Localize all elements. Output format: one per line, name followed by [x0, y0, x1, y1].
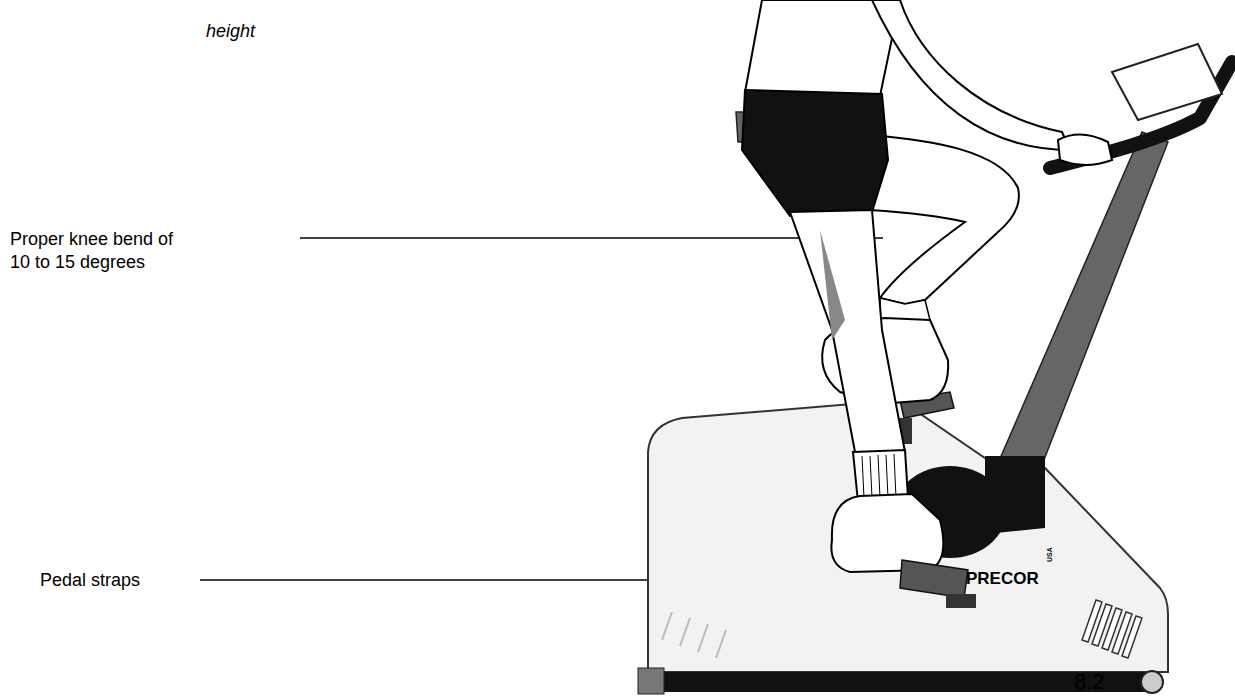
back-leg — [870, 135, 1019, 304]
torso — [745, 0, 900, 96]
leg-shading — [820, 230, 845, 340]
callout-label: Proper knee bend of 10 to 15 degrees — [10, 228, 192, 273]
base-foot — [638, 668, 664, 694]
pedal — [946, 594, 976, 608]
vent-slots — [1082, 600, 1142, 658]
front-leg — [790, 210, 905, 452]
leader-line — [300, 237, 883, 238]
model-number: 8.2 — [1074, 668, 1105, 696]
callout-label: Pedal straps — [40, 569, 140, 592]
brand-suffix: USA — [1046, 547, 1055, 562]
hand — [1058, 134, 1112, 165]
model-logo — [1034, 672, 1070, 690]
pedal-strap — [900, 560, 968, 598]
console — [1112, 44, 1222, 120]
wheel — [1141, 671, 1163, 693]
arm — [872, 0, 1070, 150]
front-shoe — [831, 494, 943, 572]
post-collar — [985, 456, 1045, 534]
sock-ribs — [862, 454, 896, 498]
brand-name: PRECOR — [966, 568, 1039, 589]
bike-housing — [648, 400, 1168, 672]
housing-marks — [662, 612, 726, 658]
shorts — [742, 90, 888, 216]
caption-fragment: height — [206, 20, 255, 43]
handlebar-post — [995, 132, 1168, 470]
